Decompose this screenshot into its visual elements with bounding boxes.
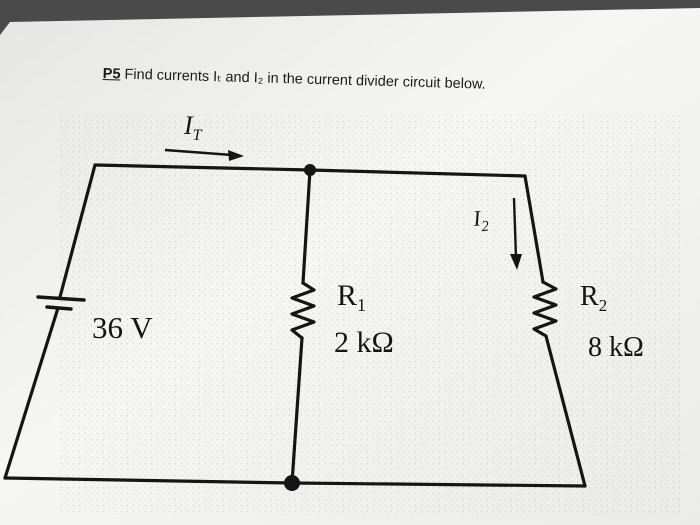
wire-r2-top	[523, 174, 545, 284]
wire-top-right	[308, 168, 527, 178]
branch-current-label: I2	[471, 205, 490, 237]
wire-bottom-left	[3, 476, 294, 485]
total-current-arrow	[164, 148, 233, 157]
r1-value-label: 2 kΩ	[334, 326, 394, 359]
battery-short-plate	[45, 305, 73, 311]
junction-bottom	[284, 475, 300, 491]
resistor-r2	[532, 280, 558, 338]
wire-left-lower	[3, 306, 60, 480]
source-voltage-label: 36 V	[92, 310, 153, 345]
r2-value-label: 8 kΩ	[588, 332, 644, 363]
branch-current-arrowhead	[510, 254, 522, 270]
wire-top-left	[93, 163, 312, 172]
wire-bottom-right	[290, 481, 587, 488]
r2-name-label: R2	[580, 281, 607, 315]
wire-r2-bottom	[544, 334, 587, 488]
battery-long-plate	[36, 295, 86, 302]
total-current-arrowhead	[228, 150, 244, 161]
r1-name-label: R1	[337, 279, 366, 315]
wire-r1-top	[301, 168, 312, 285]
total-current-label: IT	[183, 111, 203, 144]
wire-left-upper	[58, 163, 97, 299]
wire-r1-bottom	[290, 336, 304, 485]
junction-top	[304, 164, 316, 176]
resistor-r1	[290, 281, 316, 340]
branch-current-arrow	[512, 197, 518, 259]
